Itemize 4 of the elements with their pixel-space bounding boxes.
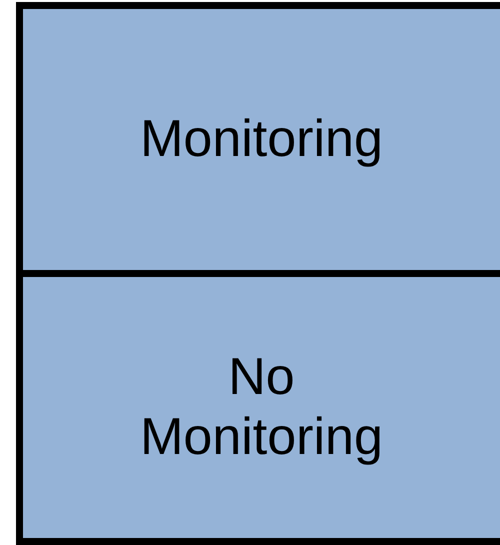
category-label: No Monitoring (139, 348, 384, 468)
category-box (16, 277, 500, 545)
category-label: Monitoring (139, 110, 384, 170)
category-box (16, 2, 500, 277)
